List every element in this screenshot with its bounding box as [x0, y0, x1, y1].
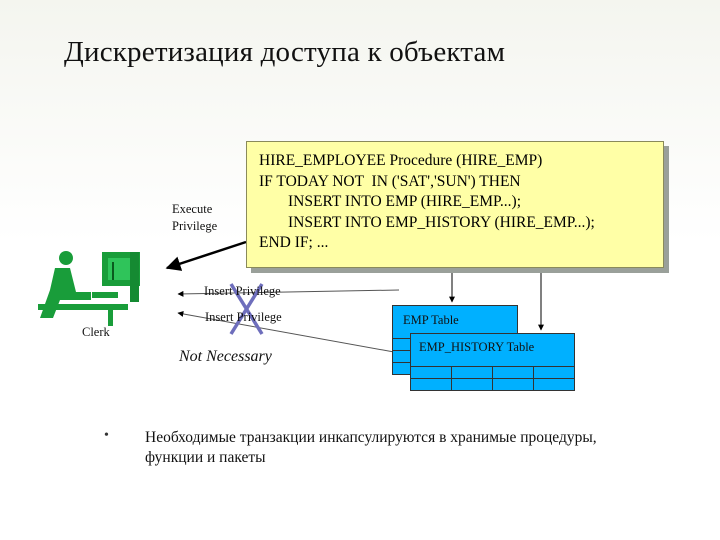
- insert-arrow-lower: [177, 311, 395, 353]
- procedure-line: END IF; ...: [259, 234, 329, 251]
- emp-table-title: EMP Table: [403, 313, 459, 327]
- procedure-line: IF TODAY NOT IN ('SAT','SUN') THEN: [259, 172, 521, 190]
- bullet-text: Необходимые транзакции инкапсулируются в…: [145, 429, 597, 466]
- not-necessary-label: Not Necessary: [179, 348, 272, 365]
- clerk-icon: [38, 251, 140, 326]
- procedure-box: HIRE_EMPLOYEE Procedure (HIRE_EMP) IF TO…: [246, 141, 664, 268]
- procedure-line: INSERT INTO EMP (HIRE_EMP...);: [288, 193, 522, 210]
- procedure-line: HIRE_EMPLOYEE Procedure (HIRE_EMP): [259, 152, 543, 169]
- insert-privilege-label: Insert Privilege: [205, 310, 282, 324]
- table-grid: [411, 366, 574, 390]
- emp-history-table: EMP_HISTORY Table: [410, 333, 575, 391]
- slide-title: Дискретизация доступа к объектам: [64, 36, 506, 68]
- cross-mark: [229, 283, 264, 335]
- insert-privilege-label: Insert Privilege: [204, 284, 281, 298]
- bullet-icon: •: [104, 428, 109, 443]
- insert-arrow-upper: [177, 289, 400, 297]
- execute-privilege-label: Execute Privilege: [172, 202, 218, 233]
- emp-history-table-title: EMP_HISTORY Table: [419, 340, 535, 354]
- execute-arrow: [165, 240, 247, 271]
- clerk-label: Clerk: [82, 325, 110, 339]
- procedure-line: INSERT INTO EMP_HISTORY (HIRE_EMP...);: [288, 213, 595, 231]
